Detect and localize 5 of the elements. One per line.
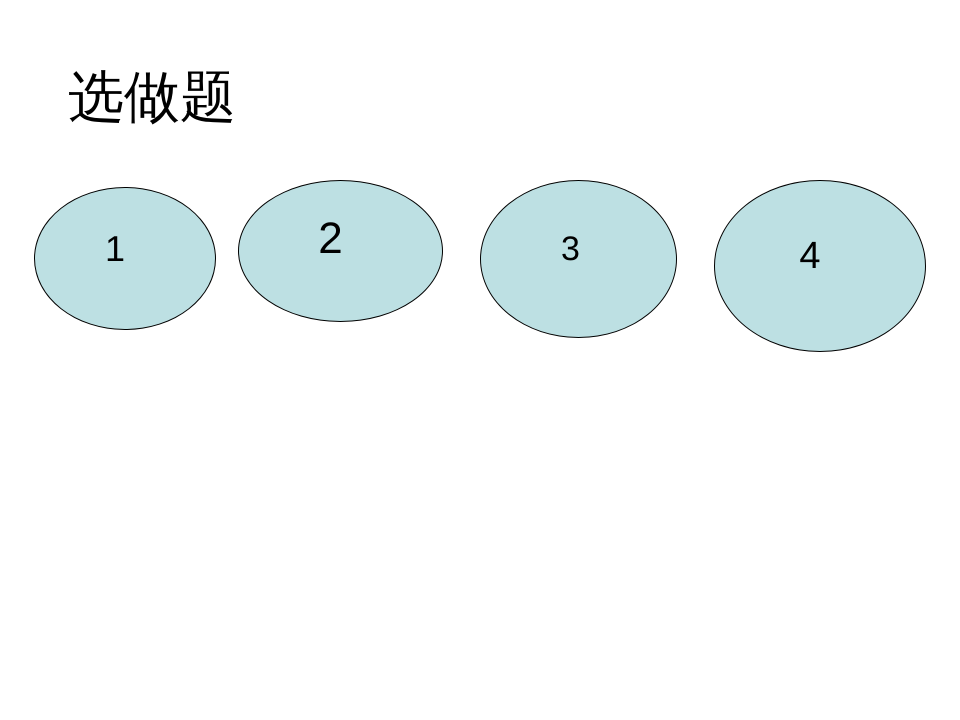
node-number: 2 — [318, 217, 343, 261]
node-number: 1 — [104, 230, 126, 266]
node-number: 3 — [561, 232, 580, 266]
node-number: 4 — [799, 237, 821, 275]
title: 选做题 — [68, 70, 236, 126]
